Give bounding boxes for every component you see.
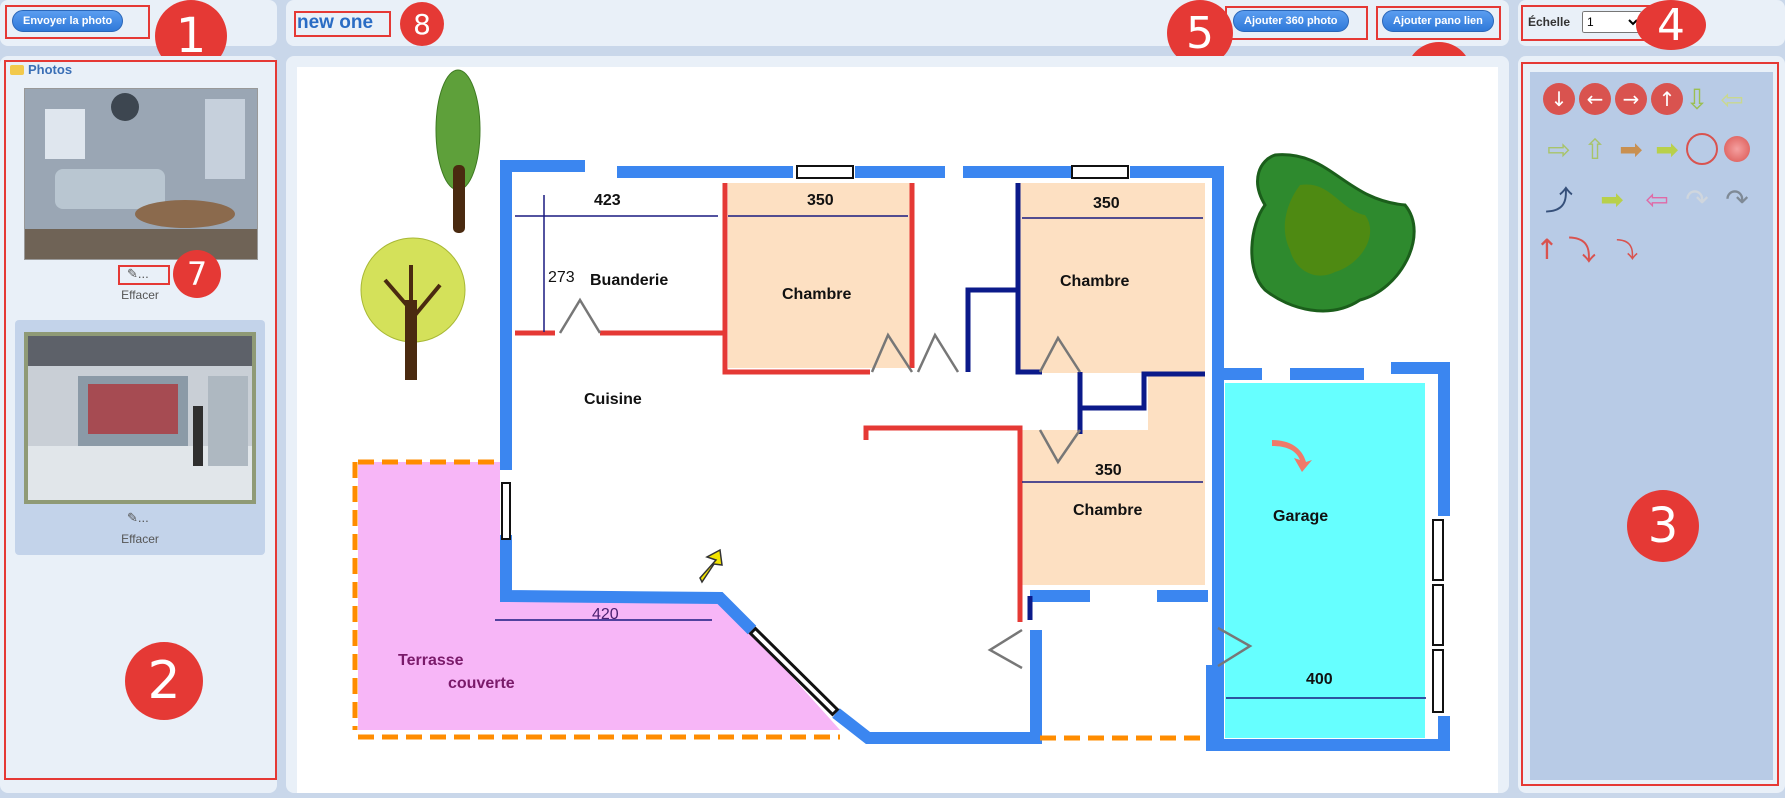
- dimension-lines: [495, 195, 1426, 699]
- tool-curve-down-arrow-large-icon[interactable]: ⤵: [1567, 234, 1596, 267]
- tool-right-arrow-lime-icon[interactable]: ➡: [1655, 132, 1679, 166]
- room-chambre-1[interactable]: [728, 183, 913, 368]
- interior-navy-walls: [965, 183, 1205, 620]
- annotation-box-sidebar: [4, 60, 277, 780]
- tool-arrow-down-icon[interactable]: ↓: [1542, 82, 1576, 116]
- dim-420: 420: [592, 606, 619, 623]
- annotation-badge-7: 7: [173, 250, 221, 298]
- edit-photo-1-label: ...: [137, 266, 149, 281]
- annotation-box-tools: [1521, 62, 1779, 786]
- annotation-box-upload: [5, 5, 150, 39]
- terrace-area[interactable]: [358, 462, 840, 730]
- photo-thumbnail-store[interactable]: [24, 332, 256, 504]
- tool-right-arrow-green-icon[interactable]: ⇨: [1547, 132, 1571, 166]
- annotation-box-pano: [1376, 6, 1501, 40]
- add-360-photo-button[interactable]: Ajouter 360 photo: [1233, 10, 1349, 32]
- outer-walls: [500, 160, 1450, 751]
- floor-plan[interactable]: Buanderie Chambre Chambre Chambre Cuisin…: [297, 67, 1498, 793]
- tool-arrow-up-icon[interactable]: ↑: [1650, 82, 1684, 116]
- dim-350-c: 350: [1095, 462, 1122, 479]
- store-sketch: [28, 336, 252, 500]
- annotation-box-scale: [1521, 5, 1650, 41]
- room-chambre-2[interactable]: [1020, 183, 1205, 373]
- label-buanderie: Buanderie: [590, 272, 668, 289]
- windows: [501, 165, 1444, 717]
- annotation-box-edit: [118, 265, 170, 285]
- label-chambre-1: Chambre: [782, 286, 851, 303]
- photos-header[interactable]: Photos: [10, 62, 72, 77]
- edit-photo-2-icon[interactable]: ✎...: [127, 510, 149, 525]
- tool-split-arrow-icon[interactable]: ⤴: [1544, 184, 1573, 217]
- plan-title[interactable]: new one: [297, 12, 374, 33]
- floor-plan-canvas[interactable]: Buanderie Chambre Chambre Chambre Cuisin…: [297, 67, 1498, 793]
- tool-thin-down-arrow-icon[interactable]: ⇩: [1685, 82, 1709, 116]
- annotation-box-title: [294, 11, 391, 37]
- room-corridor-patch: [1148, 373, 1205, 430]
- tall-tree-icon: [435, 69, 481, 233]
- dim-273: 273: [548, 269, 575, 286]
- tool-left-outline-arrow-icon[interactable]: ⇦: [1645, 182, 1669, 216]
- label-cuisine: Cuisine: [584, 391, 642, 408]
- edit-photo-1-icon[interactable]: ✎...: [127, 266, 149, 281]
- tool-thin-up-arrow-red-icon[interactable]: ↑: [1535, 232, 1559, 266]
- edit-photo-2-label: ...: [137, 510, 149, 525]
- photo-card-2[interactable]: [15, 320, 265, 555]
- annotation-box-360: [1225, 6, 1368, 40]
- photo-card-1[interactable]: [15, 80, 265, 305]
- tool-thin-left-arrow-icon[interactable]: ⇦: [1720, 82, 1744, 116]
- tool-arrow-left-icon[interactable]: ←: [1578, 82, 1612, 116]
- round-tree-icon: [360, 237, 466, 380]
- tool-right-arrow-3d-icon[interactable]: ➡: [1600, 182, 1624, 216]
- annotation-badge-5: 5: [1167, 0, 1233, 66]
- room-garage[interactable]: [1225, 383, 1425, 738]
- label-garage: Garage: [1273, 508, 1328, 525]
- tool-up-arrow-green-icon[interactable]: ⇧: [1583, 132, 1607, 166]
- label-chambre-2: Chambre: [1060, 273, 1129, 290]
- label-couverte: couverte: [448, 675, 515, 692]
- terrace-dashed-edge: [352, 459, 840, 740]
- scale-select[interactable]: 1: [1582, 11, 1642, 33]
- add-pano-link-button[interactable]: Ajouter pano lien: [1382, 10, 1494, 32]
- tool-circle-filled-icon[interactable]: [1720, 132, 1754, 166]
- delete-photo-1-link[interactable]: Effacer: [121, 288, 159, 302]
- annotation-badge-4: 4: [1636, 0, 1706, 51]
- tool-circle-outline-icon[interactable]: [1685, 132, 1719, 166]
- tool-curve-arrow-gray-icon[interactable]: ↷: [1725, 182, 1749, 216]
- living-room-sketch: [25, 89, 257, 259]
- dim-400: 400: [1306, 671, 1333, 688]
- room-chambre-3[interactable]: [1020, 430, 1205, 585]
- annotation-badge-8: 8: [400, 2, 444, 46]
- annotation-badge-2: 2: [125, 642, 203, 720]
- upload-photo-button[interactable]: Envoyer la photo: [12, 10, 124, 32]
- dim-423: 423: [594, 192, 621, 209]
- dim-350-a: 350: [807, 192, 834, 209]
- doors: [558, 297, 1253, 670]
- dim-350-b: 350: [1093, 195, 1120, 212]
- tool-arrow-right-icon[interactable]: →: [1614, 82, 1648, 116]
- tool-curve-arrow-light-icon[interactable]: ↷: [1685, 182, 1709, 216]
- interior-red-walls: [515, 183, 1023, 622]
- photos-header-label: Photos: [28, 62, 73, 77]
- tool-right-arrow-orange-icon[interactable]: ➡: [1619, 132, 1643, 166]
- scale-label: Échelle: [1528, 15, 1571, 29]
- delete-photo-2-link[interactable]: Effacer: [121, 532, 159, 546]
- tool-curve-down-arrow-small-icon[interactable]: ⤵: [1615, 239, 1638, 264]
- photo-thumbnail-living-room[interactable]: [24, 88, 258, 260]
- bush-icon: [1250, 153, 1416, 313]
- label-terrasse: Terrasse: [398, 652, 464, 669]
- folder-icon: [10, 64, 24, 75]
- curved-arrow-marker-icon[interactable]: [1272, 440, 1312, 472]
- yellow-arrow-marker-icon[interactable]: [699, 548, 723, 584]
- annotation-badge-3: 3: [1627, 490, 1699, 562]
- label-chambre-3: Chambre: [1073, 502, 1142, 519]
- arrow-palette: ↓ ← → ↑ ⇩ ⇦ ⇨ ⇧ ➡ ➡ ⤴ ➡ ⇦ ↷ ↷ ↑ ⤵ ⤵: [1530, 72, 1773, 780]
